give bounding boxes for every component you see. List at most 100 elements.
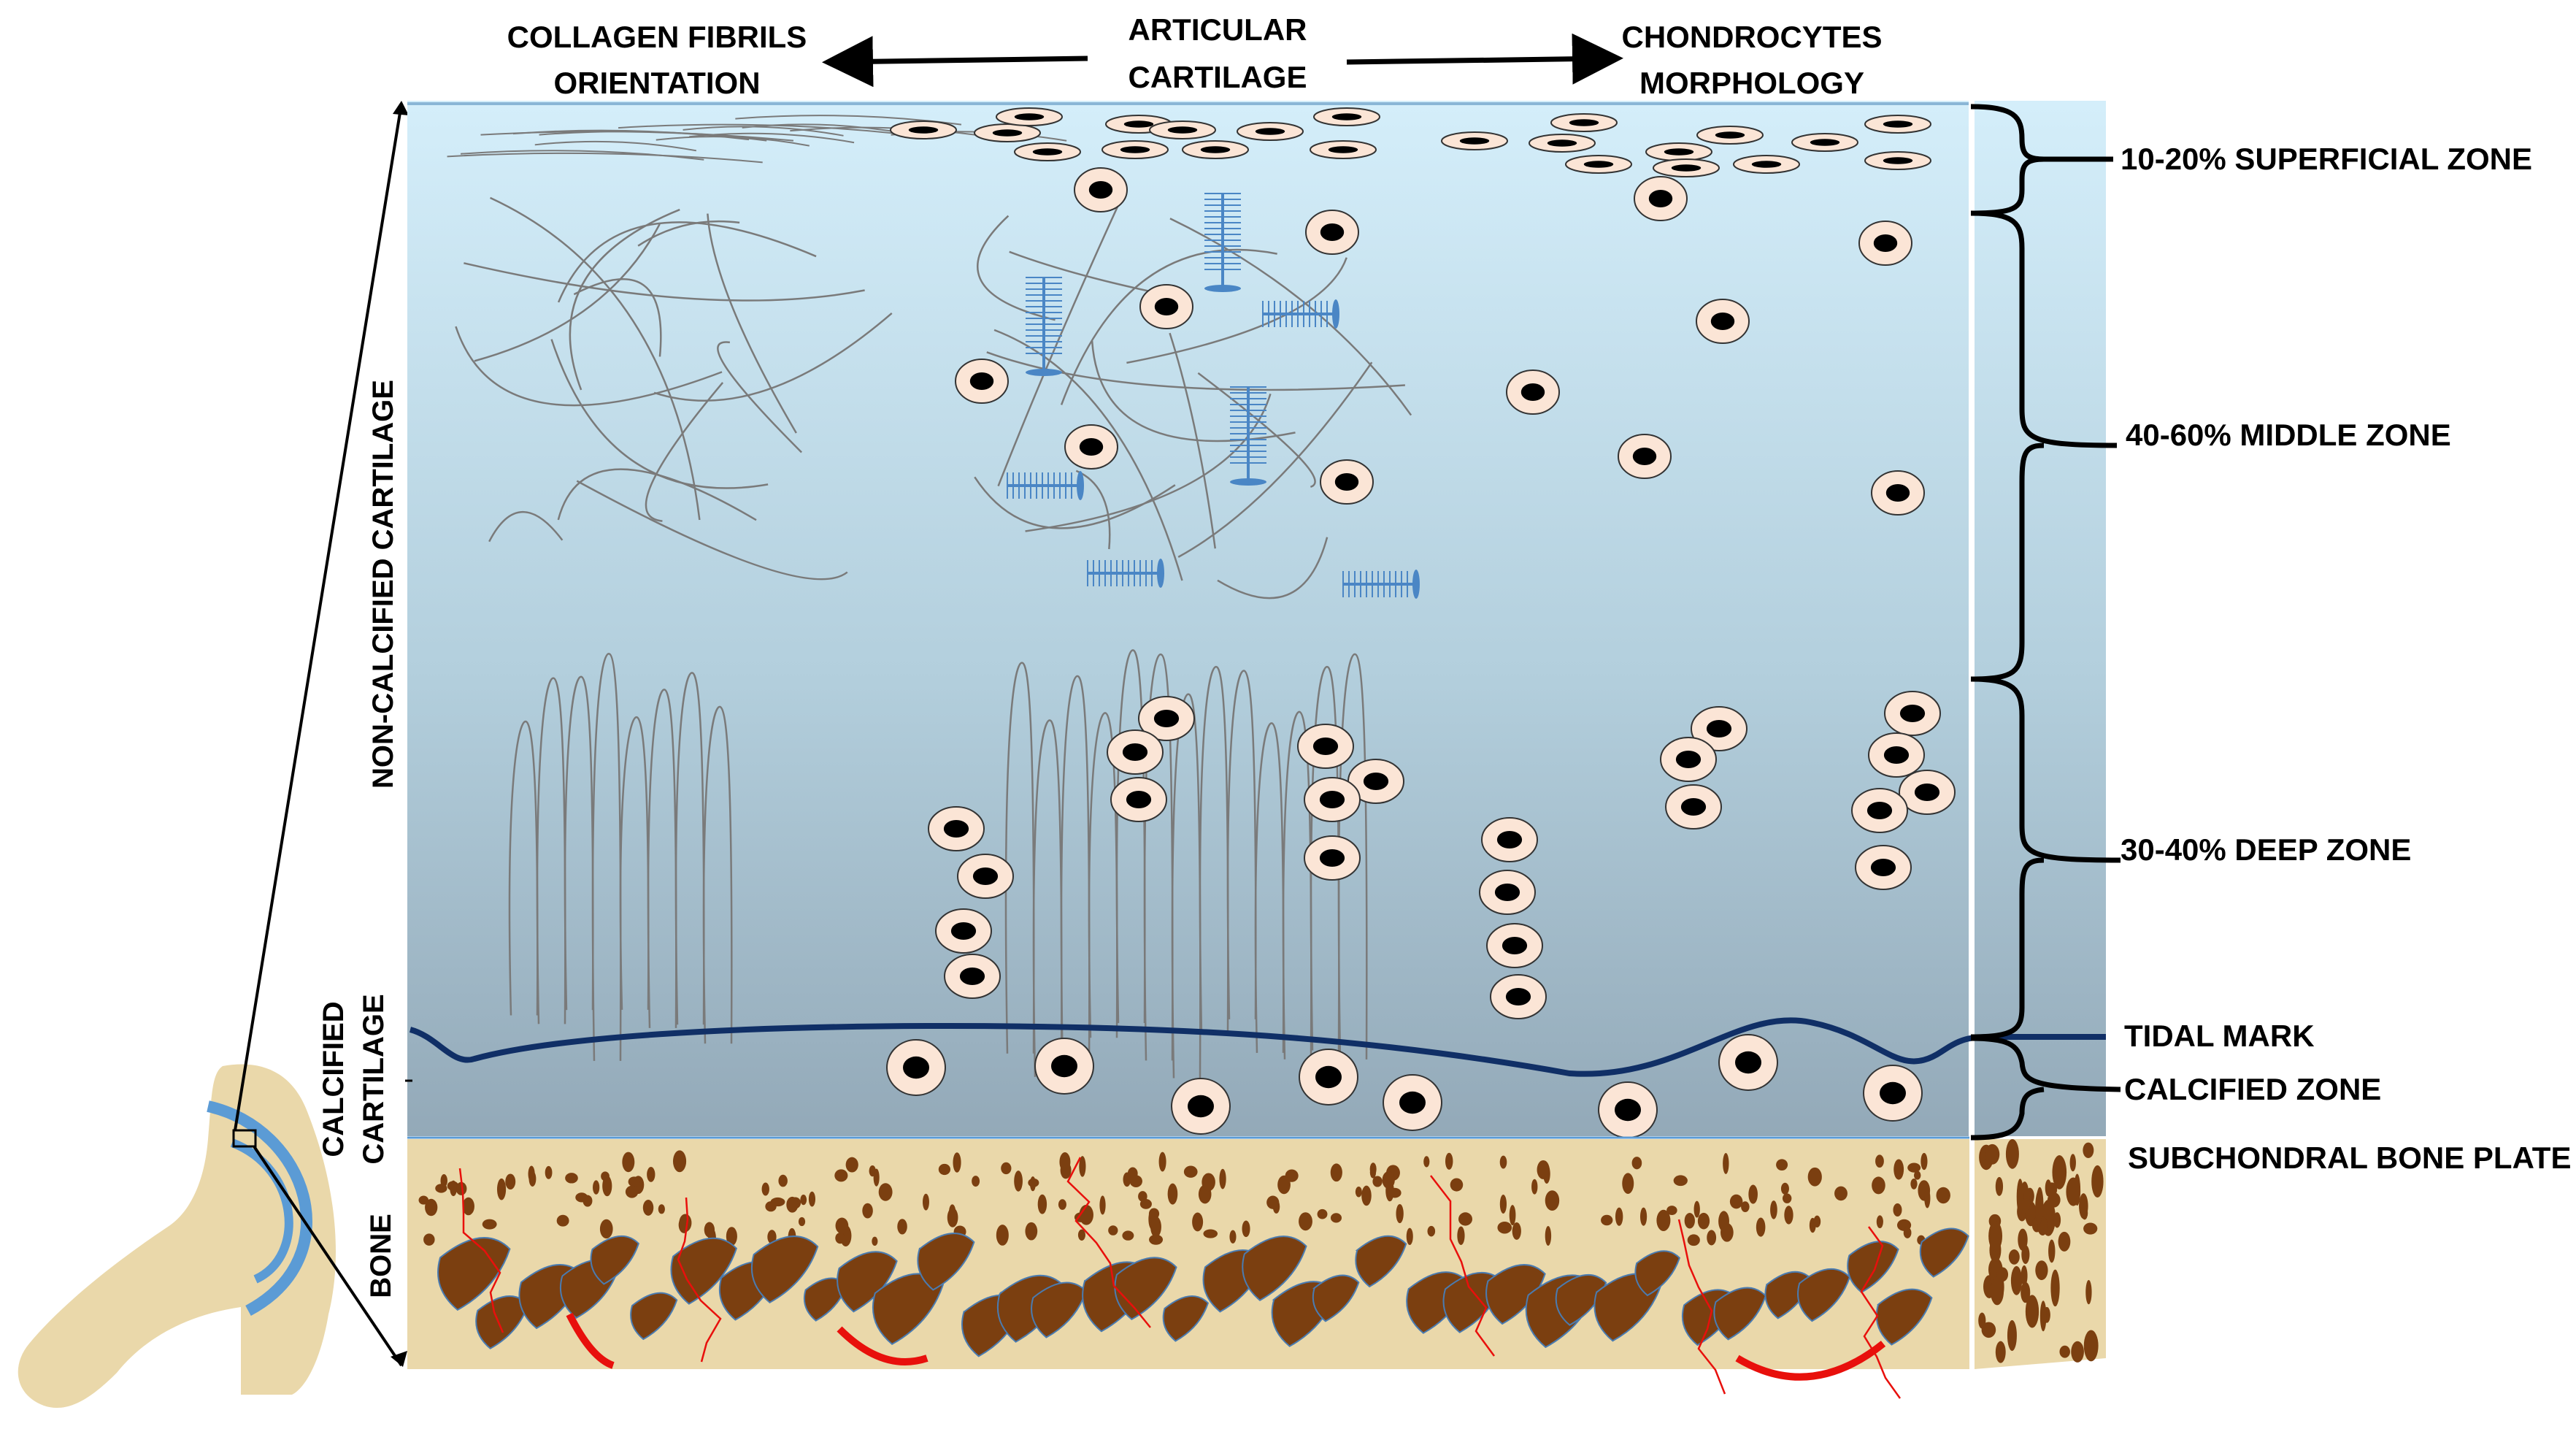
chondrocyte (1490, 974, 1547, 1019)
chondrocyte (935, 908, 992, 954)
fibril-middle (488, 511, 564, 543)
bone-pore (496, 1178, 507, 1200)
bone-pore (1499, 1194, 1507, 1214)
proteoglycan (1342, 570, 1420, 599)
chondrocyte-nucleus (1866, 802, 1893, 819)
bone-pore (418, 1195, 429, 1205)
chondrocyte-nucleus (1255, 128, 1285, 135)
bone-pore (1545, 1225, 1552, 1246)
chondrocyte (1506, 369, 1560, 415)
chondrocyte-nucleus (1363, 773, 1389, 790)
bone-pore (1907, 1162, 1921, 1173)
chondrocyte (1858, 221, 1912, 266)
bone-pore (1266, 1195, 1280, 1209)
fibril-middle (637, 220, 740, 247)
bone-pore (1639, 1207, 1648, 1226)
chondrocyte (1718, 1034, 1778, 1091)
chondrocyte (974, 123, 1041, 142)
fibril-deep (647, 689, 677, 1028)
cartilage-block (407, 101, 1969, 1136)
fibril-middle (1060, 248, 1277, 405)
bone-pore (872, 1236, 878, 1246)
trabecula (590, 1235, 639, 1285)
brace-middle (1970, 210, 2118, 682)
chondrocyte (1645, 142, 1712, 161)
bone-pore (761, 1182, 769, 1196)
trabecula (630, 1292, 678, 1341)
bone-pore (1893, 1159, 1904, 1180)
chondrocyte (1864, 151, 1931, 170)
chondrocyte-nucleus (1331, 113, 1362, 120)
proteoglycan-anchor (1230, 478, 1266, 486)
bone-pore (1129, 1175, 1142, 1187)
chondrocyte-nucleus (1188, 1095, 1214, 1118)
header-left-line2: ORIENTATION (553, 66, 760, 100)
chondrocyte-nucleus (1751, 161, 1782, 168)
bone-pore (1037, 1194, 1047, 1214)
chondrocyte (1383, 1074, 1442, 1131)
chondrocyte-nucleus (1328, 146, 1358, 153)
bone-pore (1509, 1205, 1516, 1226)
bone-pore (1108, 1225, 1118, 1235)
bone-pore (1423, 1156, 1430, 1168)
bone-pore (1756, 1217, 1766, 1237)
bone-pore-strip (2091, 1165, 2104, 1198)
bone-pore (1499, 1155, 1507, 1169)
bone-pore (425, 1198, 438, 1217)
proteoglycan-anchor (1157, 559, 1164, 588)
proteoglycan-anchor (1412, 570, 1420, 599)
chondrocyte-nucleus (1315, 1065, 1342, 1089)
bone-pore (565, 1173, 578, 1184)
bone-pore (835, 1233, 845, 1244)
bone-pore-strip (2010, 1265, 2023, 1295)
arrow-right (1346, 33, 1623, 85)
proteoglycan-anchor (1077, 471, 1084, 500)
chondrocyte-nucleus (1088, 181, 1113, 199)
femur-illustration (18, 101, 409, 1408)
zone-label-tidal-mark: TIDAL MARK (2124, 1019, 2315, 1053)
bone-pore (1355, 1186, 1362, 1198)
chondrocyte-nucleus (1648, 190, 1673, 207)
bone-pore (800, 1194, 807, 1206)
label-calcified-line2: CARTILAGE (358, 994, 390, 1164)
fibril-deep (1171, 693, 1202, 1079)
trabecula (1162, 1295, 1210, 1342)
chondrocyte-nucleus (992, 129, 1023, 137)
chondrocyte (890, 120, 957, 139)
trabecular-bone (418, 1138, 2104, 1399)
bone-pore (878, 1183, 893, 1201)
chondrocyte (1182, 140, 1249, 159)
chondrocyte (1791, 133, 1858, 152)
bone-pore-strip (2021, 1265, 2028, 1287)
chondrocyte-nucleus (1120, 146, 1150, 153)
bone-pore (1122, 1230, 1134, 1241)
bone-pore (1893, 1203, 1902, 1217)
trabecula (1355, 1235, 1407, 1288)
bone-pore (628, 1176, 640, 1187)
chondrocyte-nucleus (1014, 113, 1045, 120)
bone-pore (1924, 1188, 1931, 1208)
tidal-mark-line (409, 1017, 2106, 1077)
bone-pore (423, 1233, 435, 1246)
zoom-arrow-top (393, 101, 409, 115)
blood-vessel (458, 1168, 504, 1333)
bone-pore-strip (2058, 1231, 2071, 1252)
trabecula (1713, 1287, 1766, 1341)
bone-pore-strip (2066, 1177, 2081, 1206)
fibril-deep (1060, 675, 1091, 1077)
chondrocyte-nucleus (1706, 720, 1732, 738)
bone-pore-strip (2079, 1193, 2088, 1219)
chondrocyte (1565, 155, 1632, 174)
chondrocyte (1486, 923, 1543, 968)
bone-pore (1372, 1176, 1383, 1187)
chondrocyte (1064, 424, 1118, 470)
chondrocyte-nucleus (1675, 751, 1702, 768)
bone-pore (593, 1180, 600, 1195)
blood-vessel (1430, 1175, 1496, 1357)
bone-pore (767, 1230, 777, 1244)
bone-pore (1666, 1206, 1677, 1216)
chondrocyte (955, 359, 1009, 404)
bone-pore (1693, 1200, 1700, 1218)
fibril-middle (557, 221, 817, 303)
